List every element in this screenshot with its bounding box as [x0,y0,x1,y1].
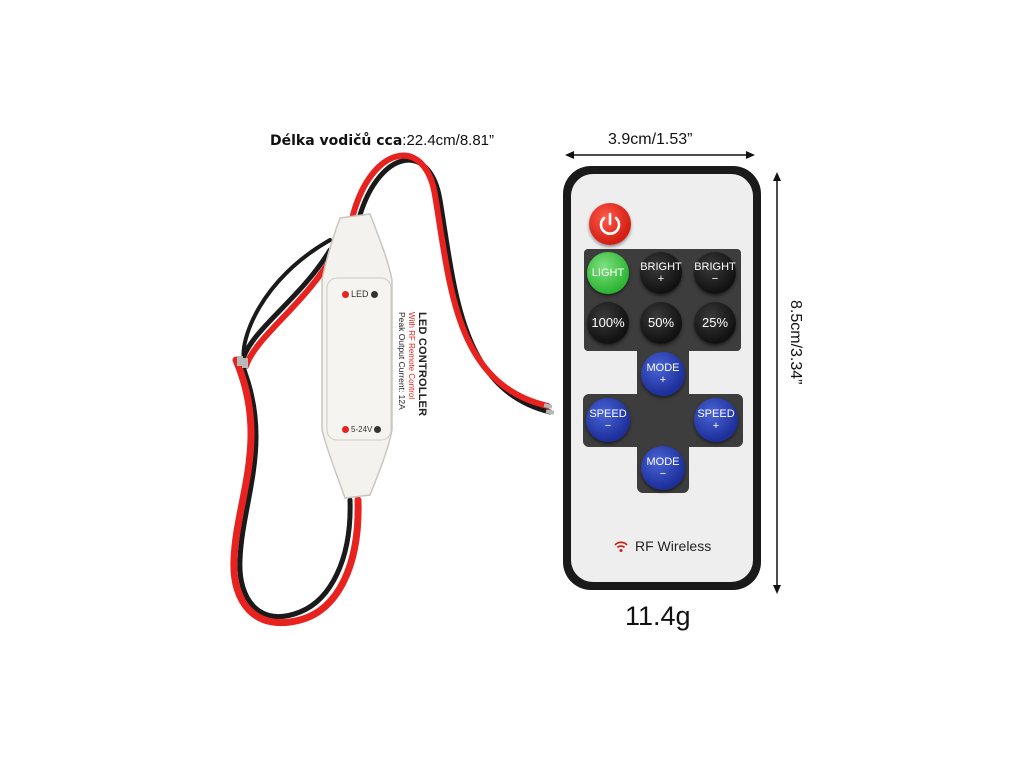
speed-up-label: SPEED [697,408,735,420]
wire-length-prefix: Délka vodičů cca [270,133,403,149]
controller-spec: Peak Output Current: 12A [397,312,407,410]
p50-label: 50% [647,315,675,330]
bright-down-button[interactable]: BRIGHT − [694,252,736,294]
input-wire-tip [242,358,248,368]
voltage-indicator-icon [374,426,382,433]
mode-down-label: MODE [646,456,680,468]
controller-subtitle: With RF Remote Control [407,312,416,400]
controller-voltage-label: 5-24V [342,425,382,434]
power-button[interactable] [589,203,631,245]
plus-sign: + [657,273,665,285]
controller-led-label: LED [342,289,378,299]
output-wires [350,152,553,415]
speed-down-button[interactable]: SPEED − [586,398,630,442]
wire-length-value: :22.4cm/8.81” [402,132,495,149]
speed-up-button[interactable]: SPEED + [694,398,738,442]
voltage-label: 5-24V [351,425,373,434]
plus-sign: + [712,420,720,432]
wire-length-label: Délka vodičů cca:22.4cm/8.81” [270,132,494,149]
led-label: LED [351,289,369,299]
voltage-indicator-icon [342,426,349,433]
height-arrow-icon [773,172,781,594]
remote-height-label: 8.5cm/3.34” [787,300,804,385]
mode-up-label: MODE [646,362,680,374]
minus-sign: − [604,420,612,432]
p100-label: 100% [591,315,625,330]
input-wires [239,238,338,369]
minus-sign: − [711,273,719,285]
bright-down-label: BRIGHT [694,261,736,273]
led-indicator-icon [370,290,378,298]
speed-down-label: SPEED [589,408,627,420]
rf-wireless-label: RF Wireless [635,538,712,554]
led-indicator-icon [342,290,349,298]
bottom-wires [230,356,362,627]
weight-label: 11.4g [625,601,691,631]
brightness-100-button[interactable]: 100% [587,302,629,344]
rf-wireless-brand: RF Wireless [613,538,711,554]
minus-sign: − [659,468,667,480]
wifi-signal-icon [614,541,628,552]
controller-body [321,213,393,499]
plus-sign: + [659,374,667,386]
light-button[interactable]: LIGHT [587,252,629,294]
p25-label: 25% [701,315,729,330]
bright-up-button[interactable]: BRIGHT + [640,252,682,294]
controller-title: LED CONTROLLER [416,312,428,417]
brightness-50-button[interactable]: 50% [640,302,682,344]
bright-up-label: BRIGHT [640,261,682,273]
light-label: LIGHT [591,267,625,279]
remote-width-label: 3.9cm/1.53” [608,131,693,148]
input-wire-tip [237,356,243,366]
width-arrow-icon [565,151,755,159]
brightness-25-button[interactable]: 25% [694,302,736,344]
mode-down-button[interactable]: MODE − [641,446,685,490]
mode-up-button[interactable]: MODE + [641,352,685,396]
power-icon [599,212,621,235]
wire-tips [543,403,555,415]
controller-text-block: LED CONTROLLER With RF Remote Control Pe… [397,312,428,422]
